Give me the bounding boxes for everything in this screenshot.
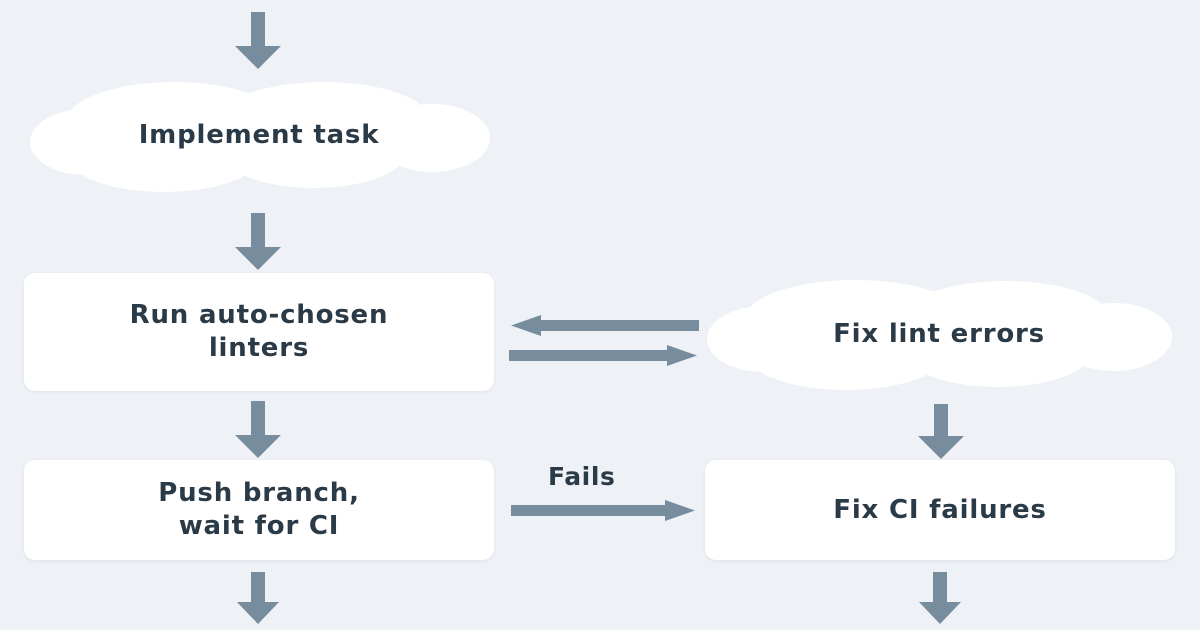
edge-linters-to-push-arrow: [232, 401, 284, 459]
node-fix-ci-failures[interactable]: Fix CI failures: [705, 460, 1175, 560]
node-push-branch[interactable]: Push branch, wait for CI: [24, 460, 494, 560]
node-fix-ci-failures-label: Fix CI failures: [833, 494, 1047, 525]
edge-push-to-fixci-label: Fails: [548, 462, 616, 491]
node-fix-lint-errors[interactable]: Fix lint errors: [700, 275, 1178, 393]
edge-fixlint-to-linters-arrow: [509, 315, 699, 337]
node-run-linters-label: Run auto-chosen linters: [129, 300, 389, 363]
edge-push-to-fixci-arrow: [511, 500, 697, 522]
edge-implement-to-linters-arrow: [232, 213, 284, 271]
node-run-linters[interactable]: Run auto-chosen linters: [24, 273, 494, 391]
edge-push-out-arrow: [234, 572, 282, 628]
edge-fixci-out-arrow: [916, 572, 964, 628]
node-push-branch-label: Push branch, wait for CI: [158, 478, 360, 541]
edge-fixlint-to-fixci-arrow: [915, 404, 967, 460]
edge-into-implement-task-arrow: [232, 12, 284, 70]
node-implement-task[interactable]: Implement task: [24, 76, 494, 194]
edge-linters-to-fixlint-arrow: [509, 345, 699, 367]
